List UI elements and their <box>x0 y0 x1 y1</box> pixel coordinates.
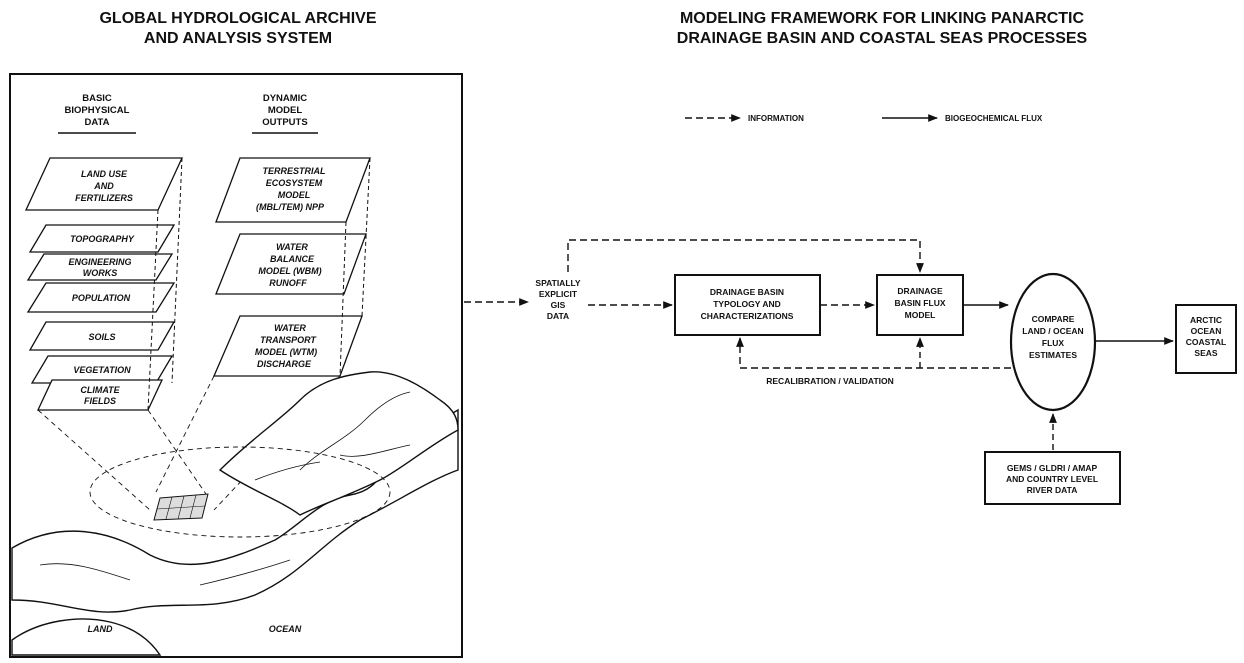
layer-engineering-works <box>26 253 174 281</box>
right-title-line-2: DRAINAGE BASIN AND COASTAL SEAS PROCESSE… <box>677 30 1088 47</box>
gis-label-1: SPATIALLY <box>535 278 581 288</box>
left-title-line-1: GLOBAL HYDROLOGICAL ARCHIVE <box>99 10 376 27</box>
flux-model-label-1: DRAINAGE <box>897 286 943 296</box>
typology-box: DRAINAGE BASIN TYPOLOGY AND CHARACTERIZA… <box>674 274 821 336</box>
flux-model-label-2: BASIN FLUX <box>895 298 946 308</box>
legend: INFORMATION BIOGEOCHEMICAL FLUX <box>685 114 1043 123</box>
recalibration-to-typology-arrow <box>736 337 1011 369</box>
layer-climate-label-2: FIELDS <box>84 396 116 406</box>
layer-topography <box>28 224 176 253</box>
layer-wtm-label-2: TRANSPORT <box>260 335 317 345</box>
basic-header-line-2: BIOPHYSICAL <box>65 105 130 116</box>
gems-box: GEMS / GLDRI / AMAP AND COUNTRY LEVEL RI… <box>984 451 1121 505</box>
gis-data-node: SPATIALLY EXPLICIT GIS DATA <box>535 278 581 321</box>
layer-vegetation-label: VEGETATION <box>73 365 131 375</box>
land-mass-corner <box>11 618 162 656</box>
layer-soils <box>28 321 176 351</box>
layer-tem-label-2: ECOSYSTEM <box>266 178 323 188</box>
right-title-line-1: MODELING FRAMEWORK FOR LINKING PANARCTIC <box>680 10 1085 27</box>
legend-information: INFORMATION <box>748 114 804 123</box>
dynamic-header-line-2: MODEL <box>268 105 303 116</box>
layer-wtm-label-4: DISCHARGE <box>257 359 312 369</box>
layer-climate-label-1: CLIMATE <box>80 385 120 395</box>
typology-label-3: CHARACTERIZATIONS <box>701 311 794 321</box>
layer-wbm-label-1: WATER <box>276 242 308 252</box>
typology-label-1: DRAINAGE BASIN <box>710 287 784 297</box>
layer-wtm-label-3: MODEL (WTM) <box>255 347 317 357</box>
arctic-label-4: SEAS <box>1194 348 1217 358</box>
model-layer-stack: TERRESTRIAL ECOSYSTEM MODEL (MBL/TEM) NP… <box>213 157 371 377</box>
grid-cell-lines <box>156 494 206 520</box>
layer-soils-label: SOILS <box>88 332 115 342</box>
dynamic-outputs-header: DYNAMIC MODEL OUTPUTS <box>252 93 318 134</box>
flow-connectors <box>464 239 1174 450</box>
arctic-box: ARCTIC OCEAN COASTAL SEAS <box>1175 304 1237 374</box>
compare-label-4: ESTIMATES <box>1029 350 1077 360</box>
flux-model-label-3: MODEL <box>905 310 936 320</box>
left-title-line-2: AND ANALYSIS SYSTEM <box>144 30 332 47</box>
basic-layer-stack: LAND USE AND FERTILIZERS TOPOGRAPHY ENGI… <box>24 157 184 411</box>
layer-tem-label-1: TERRESTRIAL <box>263 166 326 176</box>
land-mass-north <box>218 371 459 516</box>
arctic-label-2: OCEAN <box>1191 326 1222 336</box>
compare-label-3: FLUX <box>1042 338 1065 348</box>
gems-label-3: RIVER DATA <box>1027 485 1078 495</box>
archive-frame <box>9 73 463 658</box>
gis-to-flux-arrow <box>567 239 924 273</box>
basin-map: LAND OCEAN <box>11 371 459 656</box>
gis-label-3: GIS <box>551 300 566 310</box>
layer-engineering-label-2: WORKS <box>83 268 118 278</box>
gems-label-2: AND COUNTRY LEVEL <box>1006 474 1098 484</box>
layer-population <box>26 282 176 313</box>
arctic-label-3: COASTAL <box>1186 337 1226 347</box>
layer-population-label: POPULATION <box>72 293 131 303</box>
gems-label-1: GEMS / GLDRI / AMAP <box>1007 463 1098 473</box>
layer-wbm-label-3: MODEL (WBM) <box>258 266 321 276</box>
basin-outline-dashed <box>89 446 391 538</box>
layer-topography-label: TOPOGRAPHY <box>70 234 135 244</box>
gis-label-4: DATA <box>547 311 569 321</box>
arctic-label-1: ARCTIC <box>1190 315 1222 325</box>
map-label-land: LAND <box>88 624 113 634</box>
layer-land-use-label-2: AND <box>93 181 114 191</box>
layer-water-balance <box>215 233 367 295</box>
legend-biogeochemical-flux: BIOGEOCHEMICAL FLUX <box>945 114 1043 123</box>
compare-ellipse: COMPARE LAND / OCEAN FLUX ESTIMATES <box>1009 272 1097 412</box>
basic-header-line-1: BASIC <box>82 93 112 104</box>
layer-land-use-label-3: FERTILIZERS <box>75 193 133 203</box>
dynamic-header-line-1: DYNAMIC <box>263 93 307 104</box>
layer-engineering-label-1: ENGINEERING <box>68 257 131 267</box>
flux-model-box: DRAINAGE BASIN FLUX MODEL <box>876 274 964 336</box>
typology-label-2: TYPOLOGY AND <box>713 299 781 309</box>
layer-land-use-label-1: LAND USE <box>81 169 128 179</box>
layer-wbm-label-4: RUNOFF <box>269 278 307 288</box>
basic-data-header: BASIC BIOPHYSICAL DATA <box>58 93 136 134</box>
compare-label-1: COMPARE <box>1032 314 1075 324</box>
map-label-ocean: OCEAN <box>269 624 302 634</box>
dynamic-header-line-3: OUTPUTS <box>262 117 307 128</box>
compare-label-2: LAND / OCEAN <box>1022 326 1083 336</box>
river-lines <box>39 391 411 586</box>
layer-wtm-label-1: WATER <box>274 323 306 333</box>
layer-tem-label-3: MODEL <box>278 190 311 200</box>
layer-tem-label-4: (MBL/TEM) NPP <box>256 202 325 212</box>
stack-outline-lines <box>147 157 371 411</box>
layer-wbm-label-2: BALANCE <box>270 254 315 264</box>
recalibration-label: RECALIBRATION / VALIDATION <box>766 376 894 386</box>
gis-label-2: EXPLICIT <box>539 289 578 299</box>
basic-header-line-3: DATA <box>85 117 110 128</box>
